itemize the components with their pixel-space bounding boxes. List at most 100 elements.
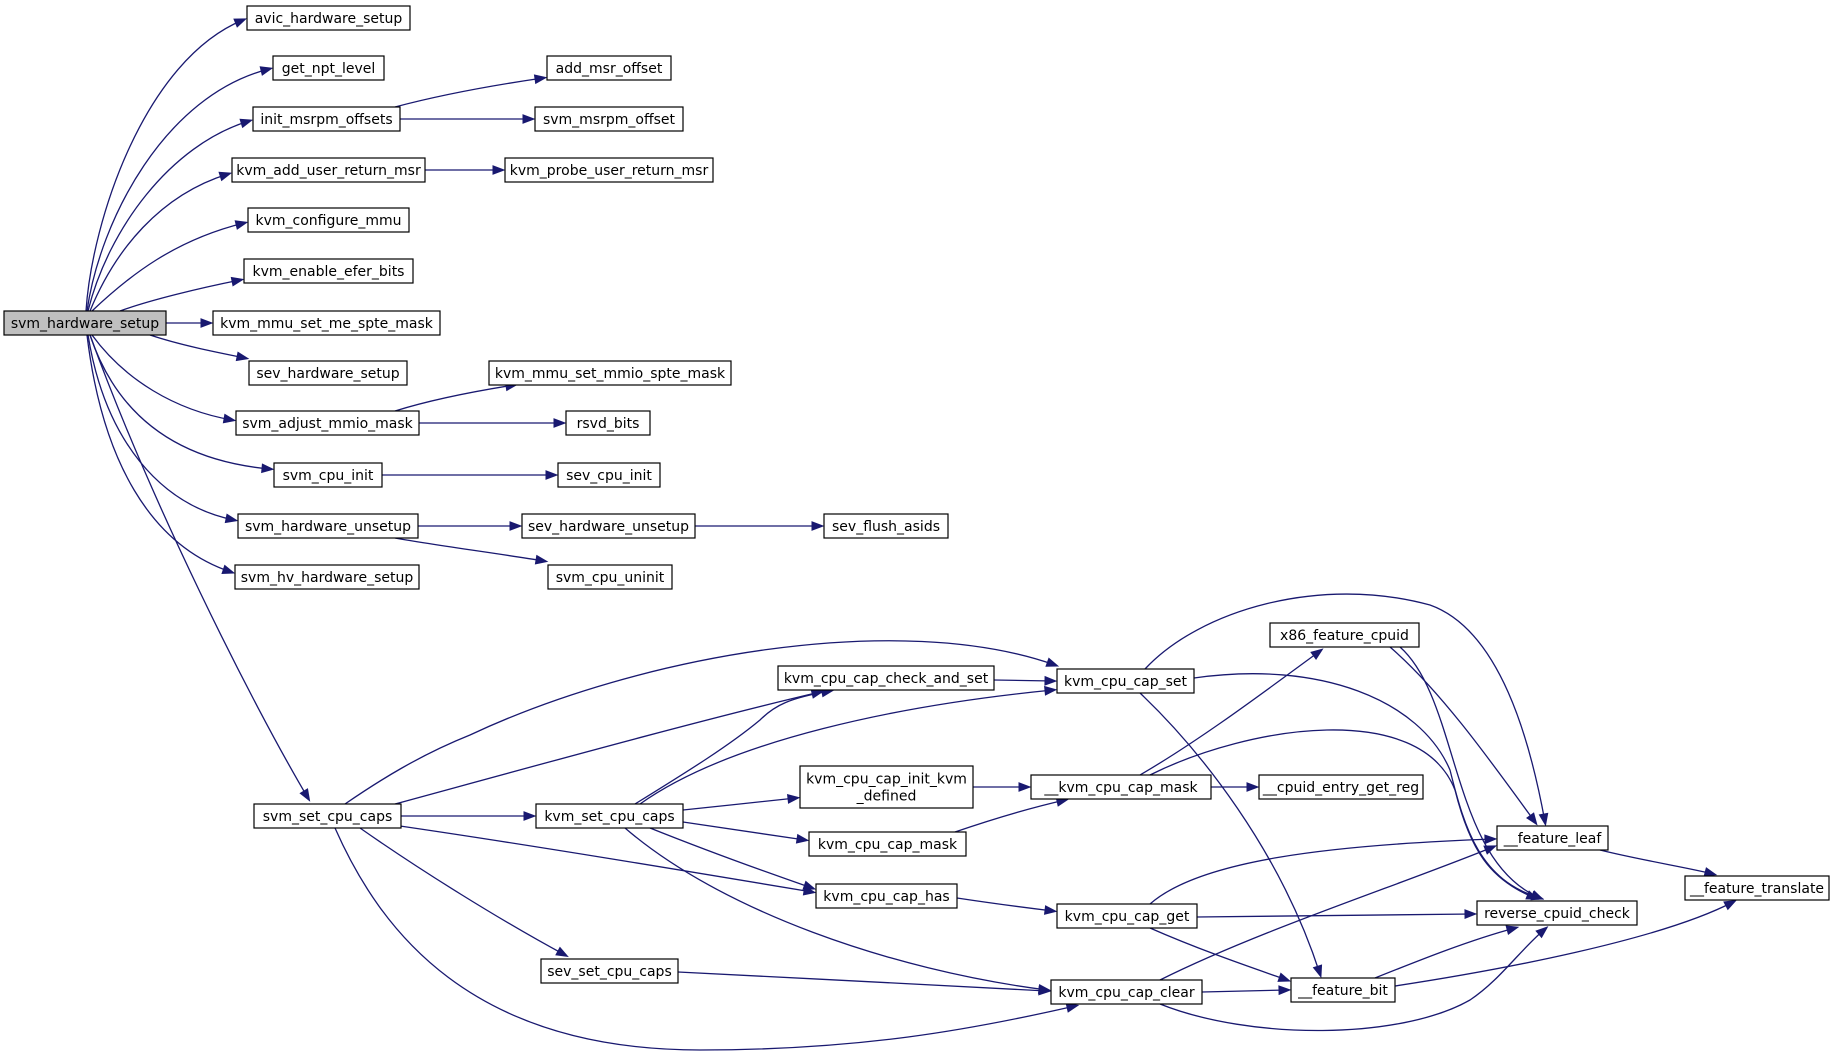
- node-sev_hardware_setup[interactable]: sev_hardware_setup: [248, 360, 408, 386]
- node-box: [272, 55, 385, 81]
- edge-init_msrpm_offsets-to-add_msr_offset: [394, 74, 548, 108]
- node-svm_adjust_mmio_mask[interactable]: svm_adjust_mmio_mask: [235, 410, 420, 436]
- node-__feature_bit[interactable]: __feature_bit: [1290, 977, 1396, 1003]
- arrowhead-icon: [1484, 834, 1498, 845]
- edge-svm_hardware_unsetup-to-svm_cpu_uninit: [394, 537, 549, 565]
- node-kvm_set_cpu_caps[interactable]: kvm_set_cpu_caps: [535, 803, 684, 829]
- node-box: [1030, 774, 1212, 800]
- node-box: [534, 106, 684, 132]
- node-label: kvm_probe_user_return_msr: [510, 163, 709, 179]
- node-label: svm_msrpm_offset: [543, 112, 676, 128]
- node-svm_cpu_init[interactable]: svm_cpu_init: [273, 462, 383, 488]
- node-kvm_cpu_cap_mask[interactable]: kvm_cpu_cap_mask: [808, 831, 967, 857]
- node-label: _defined: [856, 789, 917, 805]
- node-kvm_cpu_cap_set[interactable]: kvm_cpu_cap_set: [1056, 668, 1195, 694]
- arrowhead-icon: [1505, 925, 1520, 935]
- node-kvm_enable_efer_bits[interactable]: kvm_enable_efer_bits: [243, 258, 414, 284]
- node-label: rsvd_bits: [577, 416, 640, 432]
- node-x86_feature_cpuid[interactable]: x86_feature_cpuid: [1269, 622, 1420, 648]
- node-get_npt_level[interactable]: get_npt_level: [272, 55, 385, 81]
- arrowhead-icon: [230, 276, 245, 287]
- arrowhead-icon: [787, 794, 801, 804]
- node-kvm_cpu_cap_has[interactable]: kvm_cpu_cap_has: [815, 883, 958, 909]
- node-rsvd_bits[interactable]: rsvd_bits: [565, 410, 651, 436]
- node-add_msr_offset[interactable]: add_msr_offset: [546, 55, 672, 81]
- node-label: __kvm_cpu_cap_mask: [1043, 780, 1198, 796]
- arrowhead-icon: [200, 318, 214, 328]
- node-box: [237, 513, 419, 539]
- node-box: [823, 513, 949, 539]
- node-sev_set_cpu_caps[interactable]: sev_set_cpu_caps: [540, 958, 679, 984]
- node-label: reverse_cpuid_check: [1484, 906, 1631, 922]
- arrowhead-icon: [1044, 685, 1058, 696]
- edge-svm_set_cpu_caps-to-kvm_cpu_cap_set: [344, 640, 1060, 805]
- node-kvm_mmu_set_me_spte_mask[interactable]: kvm_mmu_set_me_spte_mask: [212, 310, 441, 336]
- node-svm_cpu_uninit[interactable]: svm_cpu_uninit: [547, 564, 673, 590]
- node-kvm_cpu_cap_check_and_set[interactable]: kvm_cpu_cap_check_and_set: [777, 665, 995, 691]
- node-kvm_configure_mmu[interactable]: kvm_configure_mmu: [247, 207, 410, 233]
- edge-__feature_bit-to-reverse_cpuid_check: [1374, 925, 1520, 979]
- node-kvm_add_user_return_msr[interactable]: kvm_add_user_return_msr: [231, 157, 426, 183]
- node-avic_hardware_setup[interactable]: avic_hardware_setup: [246, 5, 411, 31]
- edge-kvm_cpu_cap_get-to-__feature_bit: [1149, 927, 1292, 982]
- node-box: [535, 803, 684, 829]
- node-svm_hardware_setup[interactable]: svm_hardware_setup: [3, 310, 167, 336]
- node-box: [1050, 979, 1203, 1005]
- node-kvm_cpu_cap_get[interactable]: kvm_cpu_cap_get: [1056, 903, 1198, 929]
- node-init_msrpm_offsets[interactable]: init_msrpm_offsets: [252, 106, 401, 132]
- arrowhead-icon: [259, 66, 274, 76]
- node-svm_set_cpu_caps[interactable]: svm_set_cpu_caps: [253, 803, 402, 829]
- edge-sev_hardware_unsetup-to-sev_flush_asids: [695, 521, 825, 531]
- node-label: __feature_translate: [1689, 881, 1824, 897]
- edge-svm_hardware_setup-to-kvm_mmu_set_me_spte_mask: [166, 318, 214, 328]
- node-box: [521, 513, 696, 539]
- edge-svm_set_cpu_caps-to-kvm_set_cpu_caps: [401, 811, 537, 821]
- node-reverse_cpuid_check[interactable]: reverse_cpuid_check: [1476, 900, 1638, 926]
- node-label: kvm_mmu_set_me_spte_mask: [220, 316, 434, 332]
- edge-x86_feature_cpuid-to-__feature_leaf: [1389, 646, 1538, 826]
- edge-svm_hardware_setup-to-kvm_configure_mmu: [91, 220, 249, 312]
- node-box: [504, 157, 714, 183]
- node-kvm_cpu_cap_init_kvm_defined[interactable]: kvm_cpu_cap_init_kvm_defined: [799, 765, 974, 809]
- node-sev_hardware_unsetup[interactable]: sev_hardware_unsetup: [521, 513, 696, 539]
- edge-kvm_set_cpu_caps-to-kvm_cpu_cap_init_kvm_defined: [682, 794, 801, 811]
- node-__feature_leaf[interactable]: __feature_leaf: [1496, 825, 1609, 851]
- edge-__kvm_cpu_cap_mask-to-__cpuid_entry_get_reg: [1211, 782, 1260, 792]
- edge-svm_hardware_setup-to-svm_hv_hardware_setup: [86, 334, 236, 574]
- node-svm_hardware_unsetup[interactable]: svm_hardware_unsetup: [237, 513, 419, 539]
- node-sev_flush_asids[interactable]: sev_flush_asids: [823, 513, 949, 539]
- node-kvm_probe_user_return_msr[interactable]: kvm_probe_user_return_msr: [504, 157, 714, 183]
- node-__feature_translate[interactable]: __feature_translate: [1684, 875, 1830, 901]
- node-label: svm_cpu_uninit: [556, 570, 665, 586]
- node-svm_hv_hardware_setup[interactable]: svm_hv_hardware_setup: [234, 564, 420, 590]
- edge-__feature_leaf-to-__feature_translate: [1599, 849, 1718, 877]
- node-box: [243, 258, 414, 284]
- node-box: [1269, 622, 1420, 648]
- arrowhead-icon: [811, 521, 825, 531]
- node-__cpuid_entry_get_reg[interactable]: __cpuid_entry_get_reg: [1258, 774, 1424, 800]
- edge-svm_hardware_setup-to-svm_hardware_unsetup: [87, 334, 239, 524]
- node-kvm_cpu_cap_clear[interactable]: kvm_cpu_cap_clear: [1050, 979, 1203, 1005]
- edge-kvm_cpu_cap_clear-to-__feature_leaf: [1159, 845, 1498, 981]
- node-box: [247, 207, 410, 233]
- arrowhead-icon: [492, 165, 506, 175]
- node-label: kvm_cpu_cap_has: [823, 889, 949, 905]
- edge-svm_adjust_mmio_mask-to-rsvd_bits: [419, 418, 567, 428]
- edge-kvm_cpu_cap_check_and_set-to-kvm_cpu_cap_set: [993, 675, 1058, 686]
- edge-svm_hardware_setup-to-avic_hardware_setup: [85, 18, 248, 312]
- node-label: kvm_cpu_cap_set: [1064, 674, 1188, 690]
- node-kvm_mmu_set_mmio_spte_mask[interactable]: kvm_mmu_set_mmio_spte_mask: [488, 360, 732, 386]
- node-sev_cpu_init[interactable]: sev_cpu_init: [557, 462, 661, 488]
- node-__kvm_cpu_cap_mask[interactable]: __kvm_cpu_cap_mask: [1030, 774, 1212, 800]
- edge-x86_feature_cpuid-to-reverse_cpuid_check: [1399, 646, 1545, 900]
- arrowhead-icon: [509, 521, 523, 531]
- edge-svm_set_cpu_caps-to-kvm_cpu_cap_has: [399, 825, 817, 896]
- arrowhead-icon: [553, 418, 567, 428]
- arrowhead-icon: [224, 513, 239, 524]
- node-box: [246, 5, 411, 31]
- node-label: kvm_cpu_cap_mask: [818, 837, 958, 853]
- node-label: kvm_cpu_cap_init_kvm: [806, 772, 967, 788]
- edge-__feature_bit-to-__feature_translate: [1394, 899, 1737, 987]
- arrowhead-icon: [299, 788, 311, 802]
- node-svm_msrpm_offset[interactable]: svm_msrpm_offset: [534, 106, 684, 132]
